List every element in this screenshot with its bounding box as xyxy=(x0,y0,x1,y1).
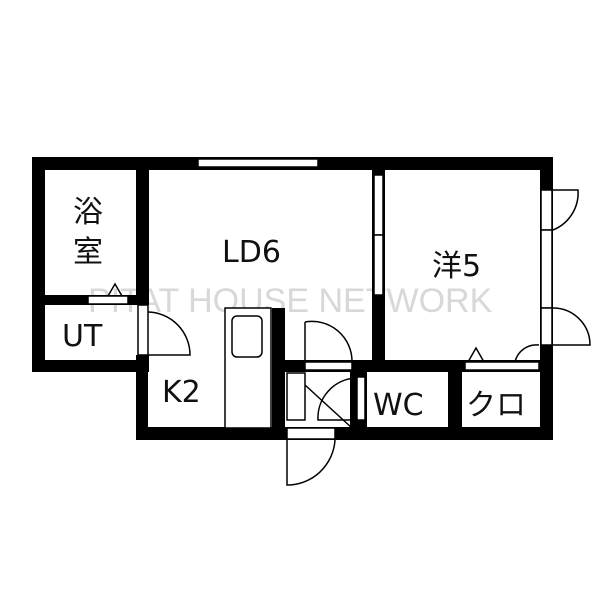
sink xyxy=(231,315,263,358)
entrance-door-swing xyxy=(286,439,336,486)
window-right-lower xyxy=(540,307,553,346)
wc-door-frame xyxy=(356,376,366,421)
hall-storage xyxy=(286,372,306,421)
bath-door xyxy=(87,295,129,305)
bath-door-marker xyxy=(107,282,123,297)
window-swing-lower xyxy=(552,307,591,346)
closet-door xyxy=(464,361,540,371)
room-label-western: 洋5 xyxy=(432,249,481,284)
doors xyxy=(87,189,591,486)
closet-door-swing xyxy=(514,344,540,363)
watermark: PITAT HOUSE NETWORK xyxy=(88,282,493,320)
room-label-bath-2: 室 xyxy=(73,235,103,270)
room-label-ut: UT xyxy=(62,319,103,354)
entrance-door-frame xyxy=(286,427,336,440)
sliding-door-right xyxy=(373,234,384,296)
room-label-wc: WC xyxy=(373,388,424,423)
windows xyxy=(197,158,553,346)
ld-door-swing xyxy=(304,320,353,363)
top-window xyxy=(197,158,319,168)
hall-door-leaf xyxy=(304,384,353,429)
room-label-bath-1: 浴 xyxy=(73,195,103,230)
room-label-ld: LD6 xyxy=(222,235,281,270)
closet-door-marker xyxy=(467,346,485,363)
room-label-kitchen: K2 xyxy=(162,375,201,410)
window-right-upper xyxy=(540,189,553,231)
ut-door-swing xyxy=(147,311,191,356)
kitchen-fixture xyxy=(224,307,272,429)
wall-window-right xyxy=(540,229,553,309)
ld-door-frame xyxy=(304,361,353,371)
room-label-closet: クロ xyxy=(466,388,526,423)
ut-door-frame xyxy=(137,304,149,356)
window-swing-upper xyxy=(552,189,579,231)
wc-door-swing xyxy=(317,377,358,421)
sliding-door-left xyxy=(373,174,384,236)
